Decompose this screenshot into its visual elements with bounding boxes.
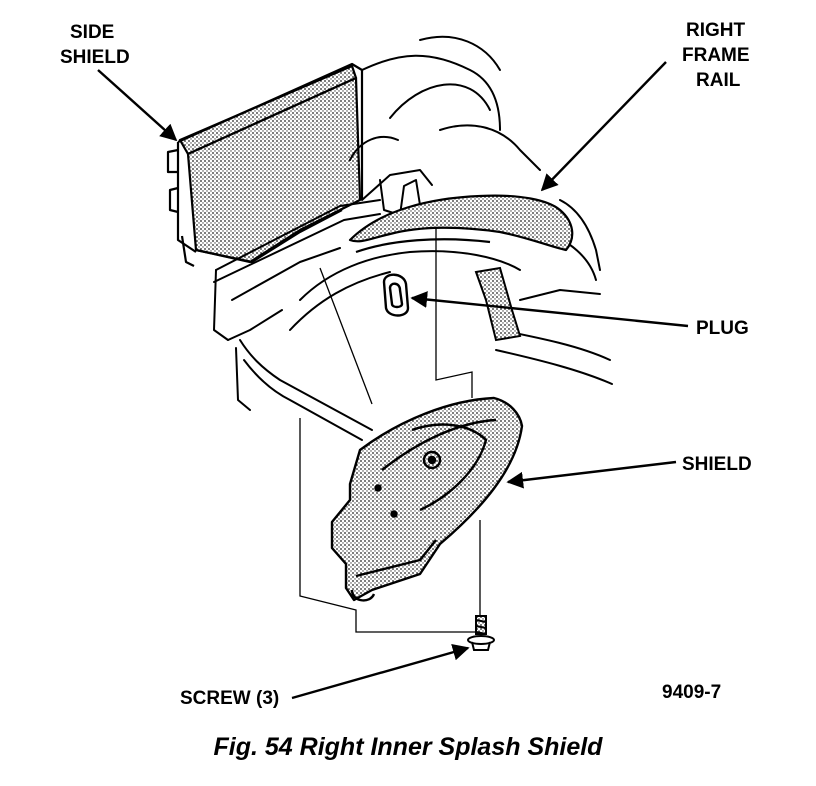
label-side-shield-line1: SIDE — [70, 22, 114, 43]
label-shield: SHIELD — [682, 454, 752, 475]
inner-fender-body — [213, 35, 613, 441]
right-frame-rail-part — [348, 194, 574, 254]
label-right-frame-rail-line2: FRAME — [682, 45, 750, 66]
bracket-part — [474, 266, 522, 342]
plug-part — [382, 273, 410, 317]
leader-screw — [291, 644, 470, 700]
label-right-frame-rail-line3: RAIL — [696, 70, 741, 91]
figure-number: 9409-7 — [662, 682, 721, 703]
label-screw: SCREW (3) — [180, 688, 279, 709]
leader-side-shield — [97, 69, 178, 142]
label-plug: PLUG — [696, 318, 749, 339]
side-shield-part — [166, 62, 364, 267]
leader-arrows — [97, 61, 689, 700]
figure-caption: Fig. 54 Right Inner Splash Shield — [213, 733, 603, 761]
splash-shield-part — [330, 396, 524, 602]
screw-part — [467, 615, 495, 651]
leader-shield — [506, 460, 677, 489]
label-side-shield-line2: SHIELD — [60, 47, 130, 68]
leader-plug — [410, 291, 689, 328]
leader-right-frame-rail — [540, 61, 667, 192]
alignment-lines — [299, 228, 481, 633]
label-right-frame-rail-line1: RIGHT — [686, 20, 746, 41]
